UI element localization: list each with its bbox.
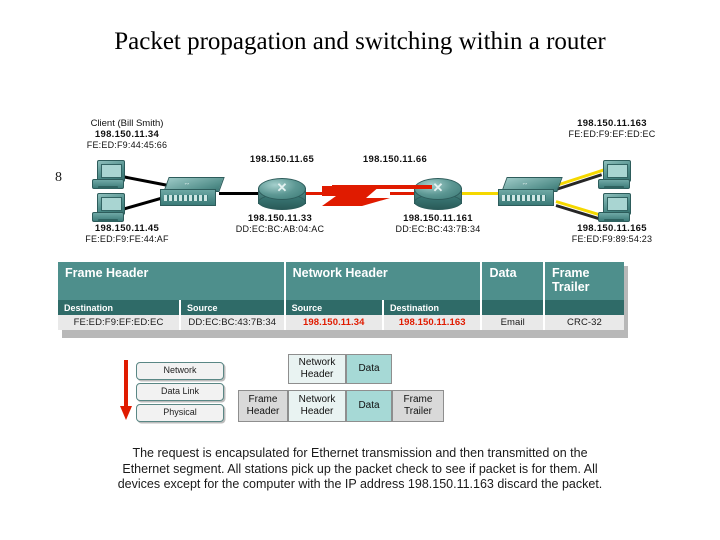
pc-foot <box>98 219 118 222</box>
router-mac: DD:EC:BC:AB:04:AC <box>235 224 325 234</box>
pc-icon-host-165 <box>598 193 632 223</box>
host-mac: FE:ED:F9:EF:ED:EC <box>568 129 656 139</box>
label-host-right-top: 198.150.11.163 FE:ED:F9:EF:ED:EC <box>512 118 712 140</box>
router-uplink-ip: 198.150.11.65 <box>249 154 315 165</box>
client-mac: FE:ED:F9:FE:44:AF <box>85 234 169 244</box>
subheader-frame-destination: Destination <box>58 300 182 315</box>
label-router-left: 198.150.11.33 DD:EC:BC:AB:04:AC <box>190 213 370 235</box>
router-icon-left: ✕ <box>258 178 306 210</box>
client-name: Client (Bill Smith) <box>90 118 164 129</box>
pc-screen <box>101 196 122 211</box>
group-header-network-header: Network Header <box>284 262 483 300</box>
encapsulation-frame-layer-row: Frame Header Network Header Data Frame T… <box>238 390 444 422</box>
encapsulation-down-arrow-icon <box>120 360 132 420</box>
value-data-payload: Email <box>481 315 545 330</box>
value-network-destination-ip: 198.150.11.163 <box>383 315 483 330</box>
label-client-left-top: Client (Bill Smith) 198.150.11.34 FE:ED:… <box>62 118 192 151</box>
router-ip: 198.150.11.33 <box>247 213 313 224</box>
pc-screen <box>607 196 628 211</box>
slide-number: 8 <box>55 170 62 185</box>
encap-network-header: Network Header <box>288 390 346 422</box>
label-client-left-bottom: 198.150.11.45 FE:ED:F9:FE:44:AF <box>62 223 192 245</box>
switch-arrows-icon: ↔ <box>180 180 194 187</box>
encap-network-header: Network Header <box>288 354 346 384</box>
label-router-left-uplink-ip: 198.150.11.65 <box>202 154 362 165</box>
link-router-right-switch <box>458 192 502 195</box>
subheader-data <box>481 300 545 315</box>
group-header-frame-trailer: Frame Trailer <box>543 262 624 300</box>
group-header-frame-header: Frame Header <box>58 262 286 300</box>
pc-icon-client-45 <box>92 193 126 223</box>
table-group-header-row: Frame Header Network Header Data Frame T… <box>58 262 624 300</box>
pc-screen <box>101 163 122 178</box>
switch-icon-right: ↔ <box>498 177 563 207</box>
switch-ports <box>164 195 208 201</box>
pc-icon-client-bill-smith <box>92 160 126 190</box>
explanatory-caption: The request is encapsulated for Ethernet… <box>117 446 603 491</box>
subheader-frame-trailer <box>543 300 624 315</box>
pc-foot <box>98 186 118 189</box>
label-host-right-bottom: 198.150.11.165 FE:ED:F9:89:54:23 <box>512 223 712 245</box>
client-ip: 198.150.11.34 <box>94 129 160 140</box>
osi-layer-stack: Network Data Link Physical <box>136 362 226 425</box>
router-top: ✕ <box>258 178 306 200</box>
host-mac: FE:ED:F9:89:54:23 <box>571 234 653 244</box>
link-red-router-right <box>390 192 416 195</box>
link-switch-router-left <box>219 192 261 195</box>
value-frame-source-mac: DD:EC:BC:43:7B:34 <box>180 315 286 330</box>
value-frame-trailer-crc: CRC-32 <box>543 315 624 330</box>
label-router-right: 198.150.11.161 DD:EC:BC:43:7B:34 <box>348 213 528 235</box>
client-mac: FE:ED:F9:44:45:66 <box>86 140 168 150</box>
label-router-right-uplink-ip: 198.150.11.66 <box>315 154 475 165</box>
network-topology-diagram: ↔ ✕ ✕ ↔ Client <box>0 110 720 260</box>
table-subheader-row: Destination Source Source Destination <box>58 300 624 315</box>
packet-direction-arrow-icon <box>322 185 432 206</box>
subheader-network-destination: Destination <box>383 300 483 315</box>
router-x-icon: ✕ <box>276 180 288 195</box>
pc-monitor <box>97 193 125 215</box>
switch-ports <box>502 195 546 201</box>
pc-foot <box>604 219 624 222</box>
subheader-network-source: Source <box>284 300 385 315</box>
switch-icon-left: ↔ <box>160 177 225 207</box>
osi-layer-data-link: Data Link <box>136 383 224 401</box>
osi-layer-physical: Physical <box>136 404 224 422</box>
encap-frame-header: Frame Header <box>238 390 288 422</box>
pc-monitor <box>603 160 631 182</box>
pc-screen <box>607 163 628 178</box>
encapsulation-network-layer-row: Network Header Data <box>288 354 392 384</box>
encap-data: Data <box>346 354 392 384</box>
group-header-data: Data <box>481 262 545 300</box>
router-uplink-ip: 198.150.11.66 <box>362 154 428 165</box>
router-ip: 198.150.11.161 <box>403 213 473 224</box>
pc-foot <box>604 186 624 189</box>
host-ip: 198.150.11.165 <box>577 223 647 234</box>
switch-arrows-icon: ↔ <box>518 180 532 187</box>
table-value-row: FE:ED:F9:EF:ED:EC DD:EC:BC:43:7B:34 198.… <box>58 315 624 330</box>
osi-layer-network: Network <box>136 362 224 380</box>
host-ip: 198.150.11.163 <box>577 118 647 129</box>
subheader-frame-source: Source <box>180 300 286 315</box>
client-ip: 198.150.11.45 <box>94 223 160 234</box>
encap-frame-trailer: Frame Trailer <box>392 390 444 422</box>
encap-data: Data <box>346 390 392 422</box>
router-x-icon: ✕ <box>432 180 444 195</box>
frame-structure-table: Frame Header Network Header Data Frame T… <box>58 262 624 330</box>
value-network-source-ip: 198.150.11.34 <box>284 315 385 330</box>
link-router-left-red <box>303 192 339 195</box>
value-frame-destination-mac: FE:ED:F9:EF:ED:EC <box>58 315 182 330</box>
pc-icon-host-163 <box>598 160 632 190</box>
page-title: Packet propagation and switching within … <box>114 28 606 55</box>
router-mac: DD:EC:BC:43:7B:34 <box>395 224 481 234</box>
